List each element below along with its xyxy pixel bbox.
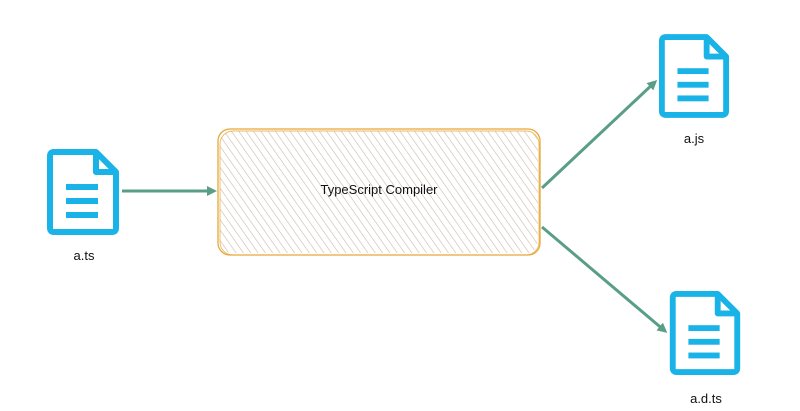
source-file-label: a.ts: [73, 248, 95, 263]
document-icon: [47, 149, 119, 235]
output-js-label: a.js: [683, 131, 705, 146]
edge-compiler-to-dts: [541, 225, 668, 333]
compiler-box-shape: [217, 128, 541, 256]
compiler-label: TypeScript Compiler: [320, 182, 438, 197]
document-icon: [669, 290, 741, 376]
document-icon: [658, 34, 730, 118]
output-dts-label: a.d.ts: [690, 391, 722, 406]
edge-compiler-to-js: [540, 79, 658, 190]
